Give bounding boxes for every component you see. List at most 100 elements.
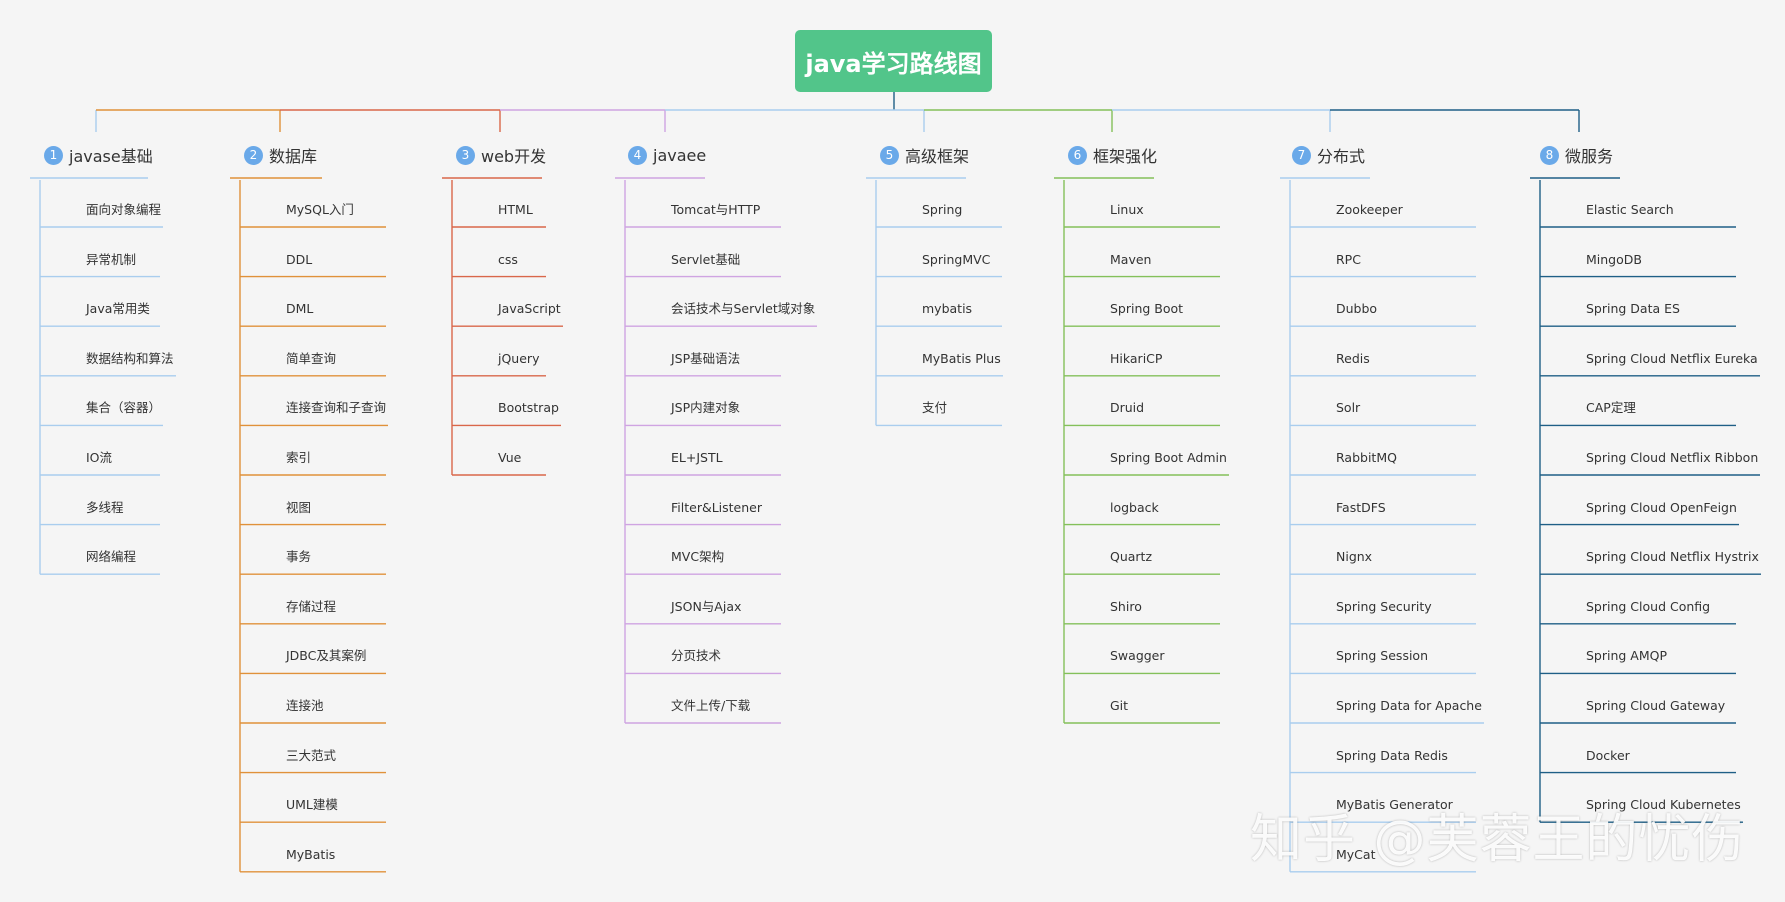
leaf-node[interactable]: 连接池	[286, 698, 324, 713]
leaf-node[interactable]: Spring Security	[1336, 598, 1432, 614]
leaf-node[interactable]: Bootstrap	[498, 400, 559, 416]
leaf-node[interactable]: Vue	[498, 450, 522, 465]
leaf-node[interactable]: MyBatis Plus	[922, 350, 1001, 366]
leaf-node[interactable]: Spring Session	[1336, 648, 1429, 664]
leaf-node[interactable]: Spring Cloud Netflix Eureka	[1586, 350, 1758, 366]
leaf-node[interactable]: logback	[1110, 499, 1159, 515]
leaf-node[interactable]: Spring Cloud Kubernetes	[1586, 797, 1741, 813]
leaf-node[interactable]: Git	[1110, 698, 1129, 713]
leaf-node[interactable]: JDBC及其案例	[286, 648, 367, 664]
leaf-node[interactable]: 简单查询	[286, 350, 337, 366]
leaf-node[interactable]: Spring	[922, 202, 963, 217]
leaf-node[interactable]: IO流	[86, 450, 113, 465]
leaf-node[interactable]: 异常机制	[86, 251, 137, 267]
leaf-node[interactable]: Shiro	[1110, 598, 1142, 614]
leaf-node[interactable]: 三大范式	[286, 747, 337, 763]
leaf-node[interactable]: Nignx	[1336, 549, 1373, 565]
leaf-node[interactable]: JavaScript	[498, 301, 561, 317]
leaf-node[interactable]: 索引	[286, 450, 312, 465]
leaf-node[interactable]: Zookeeper	[1336, 202, 1403, 217]
leaf-node[interactable]: MyBatis	[286, 846, 336, 862]
leaf-node[interactable]: HTML	[498, 202, 533, 217]
leaf-node[interactable]: 视图	[286, 499, 312, 515]
branch-number-badge: 3	[456, 145, 475, 165]
leaf-node[interactable]: Servlet基础	[671, 251, 741, 267]
leaf-node[interactable]: 支付	[922, 400, 948, 416]
leaf-node[interactable]: HikariCP	[1110, 350, 1163, 366]
leaf-node[interactable]: Java常用类	[86, 301, 150, 317]
branch-title: 框架强化	[1093, 147, 1158, 166]
leaf-node[interactable]: Elastic Search	[1586, 202, 1674, 217]
branch-title: 高级框架	[905, 147, 970, 166]
leaf-node[interactable]: Druid	[1110, 400, 1145, 416]
leaf-node[interactable]: Solr	[1336, 400, 1361, 416]
leaf-node[interactable]: Maven	[1110, 251, 1152, 267]
leaf-node[interactable]: CAP定理	[1586, 400, 1636, 416]
leaf-node[interactable]: 会话技术与Servlet域对象	[671, 301, 816, 317]
leaf-node[interactable]: UML建模	[286, 797, 338, 813]
leaf-node[interactable]: Spring Data for Apache	[1336, 698, 1482, 713]
leaf-node[interactable]: Spring Cloud OpenFeign	[1586, 499, 1737, 515]
leaf-node[interactable]: EL+JSTL	[671, 450, 723, 465]
branch-header-5[interactable]: 5 高级框架	[880, 140, 969, 170]
leaf-node[interactable]: JSON与Ajax	[671, 598, 742, 614]
leaf-node[interactable]: 事务	[286, 549, 312, 565]
branch-header-3[interactable]: 3 web开发	[456, 140, 546, 170]
leaf-node[interactable]: JSP基础语法	[671, 350, 741, 366]
leaf-node[interactable]: 存储过程	[286, 598, 337, 614]
leaf-node[interactable]: 分页技术	[671, 648, 722, 664]
leaf-node[interactable]: css	[498, 251, 518, 267]
leaf-node[interactable]: Spring Cloud Gateway	[1586, 698, 1726, 713]
leaf-node[interactable]: Filter&Listener	[671, 499, 762, 515]
leaf-node[interactable]: DML	[286, 301, 314, 317]
leaf-node[interactable]: Quartz	[1110, 549, 1153, 565]
leaf-node[interactable]: DDL	[286, 251, 313, 267]
leaf-node[interactable]: FastDFS	[1336, 499, 1386, 515]
leaf-node[interactable]: 面向对象编程	[86, 202, 162, 217]
leaf-node[interactable]: Spring Data ES	[1586, 301, 1680, 317]
branch-number-badge: 6	[1068, 145, 1087, 165]
leaf-node[interactable]: 数据结构和算法	[86, 350, 174, 366]
leaf-node[interactable]: Spring Data Redis	[1336, 747, 1448, 763]
leaf-node[interactable]: Spring AMQP	[1586, 648, 1668, 664]
branch-title: 分布式	[1317, 147, 1366, 166]
leaf-node[interactable]: MyCat	[1336, 846, 1376, 862]
branch-title: web开发	[481, 147, 547, 166]
leaf-node[interactable]: Redis	[1336, 350, 1370, 366]
leaf-node[interactable]: MyBatis Generator	[1336, 797, 1453, 813]
leaf-node[interactable]: 连接查询和子查询	[286, 400, 387, 416]
leaf-node[interactable]: 多线程	[86, 499, 124, 515]
leaf-node[interactable]: jQuery	[498, 350, 540, 366]
leaf-node[interactable]: Docker	[1586, 747, 1630, 763]
leaf-node[interactable]: MySQL入门	[286, 202, 354, 217]
leaf-node[interactable]: Spring Cloud Config	[1586, 598, 1711, 614]
leaf-node[interactable]: Tomcat与HTTP	[671, 202, 761, 217]
leaf-node[interactable]: Spring Cloud Netflix Ribbon	[1586, 450, 1759, 465]
leaf-node[interactable]: SpringMVC	[922, 251, 991, 267]
leaf-node[interactable]: MingoDB	[1586, 251, 1642, 267]
leaf-node[interactable]: 文件上传/下载	[671, 698, 751, 713]
branch-number-badge: 2	[244, 145, 263, 165]
branch-title: javaee	[653, 145, 707, 165]
leaf-node[interactable]: Spring Boot Admin	[1110, 450, 1227, 465]
leaf-node[interactable]: 网络编程	[86, 549, 137, 565]
leaf-node[interactable]: JSP内建对象	[671, 400, 741, 416]
root-node[interactable]: java学习路线图	[795, 30, 992, 92]
leaf-node[interactable]: Swagger	[1110, 648, 1165, 664]
leaf-node[interactable]: RPC	[1336, 251, 1361, 267]
branch-header-6[interactable]: 6 框架强化	[1068, 140, 1157, 170]
branch-number-badge: 5	[880, 145, 899, 165]
leaf-node[interactable]: Spring Cloud Netflix Hystrix	[1586, 549, 1759, 565]
leaf-node[interactable]: mybatis	[922, 301, 973, 317]
leaf-node[interactable]: MVC架构	[671, 549, 725, 565]
leaf-node[interactable]: RabbitMQ	[1336, 450, 1397, 465]
leaf-node[interactable]: Linux	[1110, 202, 1144, 217]
leaf-node[interactable]: Dubbo	[1336, 301, 1378, 317]
leaf-node[interactable]: Spring Boot	[1110, 301, 1184, 317]
leaf-node[interactable]: 集合（容器）	[86, 400, 162, 416]
